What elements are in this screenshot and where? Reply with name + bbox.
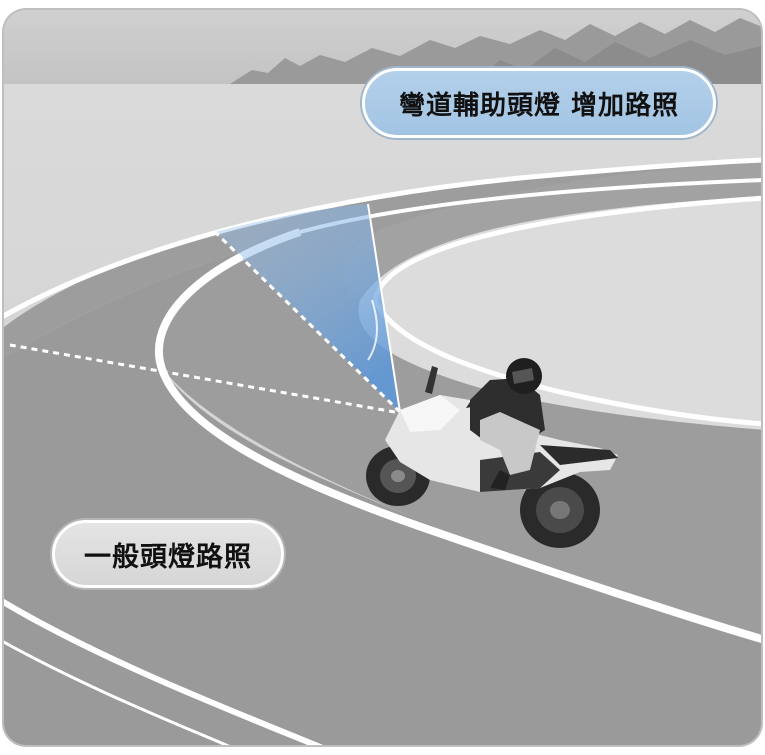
cornering-light-label: 彎道輔助頭燈 增加路照 xyxy=(362,68,716,138)
normal-light-label: 一般頭燈路照 xyxy=(52,520,284,588)
